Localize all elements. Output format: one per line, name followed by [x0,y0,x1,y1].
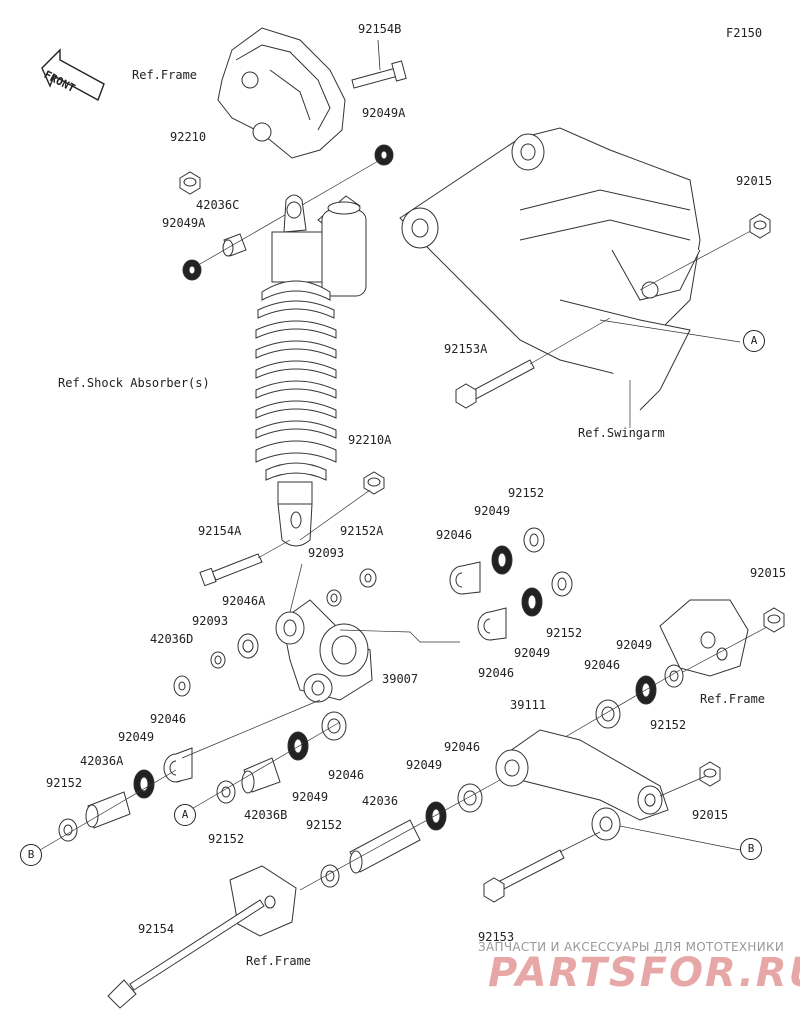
label-92049-r[interactable]: 92049 [616,638,653,652]
label-92152-mid[interactable]: 92152 [208,832,245,846]
bushing-92046A [237,633,259,659]
washer-92049-a [491,545,513,575]
label-92154B[interactable]: 92154B [358,22,402,36]
washer-92152-low [320,864,340,888]
label-ref-swingarm[interactable]: Ref.Swingarm [578,426,665,440]
callout-a-right: A [743,330,765,352]
bolt-92154A [199,553,263,587]
label-92152-c2[interactable]: 92152 [546,626,583,640]
label-92046-left[interactable]: 92046 [150,712,187,726]
label-39007[interactable]: 39007 [382,672,419,686]
swingarm [399,127,701,411]
label-42036C[interactable]: 42036C [196,198,240,212]
nut-92210A [363,471,385,495]
label-92210A[interactable]: 92210A [348,433,392,447]
label-92153[interactable]: 92153 [478,930,515,944]
label-92210[interactable]: 92210 [170,130,207,144]
label-92046A[interactable]: 92046A [222,594,266,608]
washer-92049A-left [182,259,202,281]
label-92049-low[interactable]: 92049 [406,758,443,772]
callout-b-left: B [20,844,42,866]
label-92152-low[interactable]: 92152 [306,818,343,832]
label-92152A[interactable]: 92152A [340,524,384,538]
frame-bracket-top [217,27,346,159]
collar-42036C [222,233,247,257]
washer-92093-upper [326,589,342,607]
washer-92049-mid [287,731,309,761]
label-92049-mid[interactable]: 92049 [292,790,329,804]
washer-92152-a [523,527,545,553]
washer-92152-mid [216,780,236,804]
bushing-92046-left [163,747,193,783]
label-92152-c1[interactable]: 92152 [508,486,545,500]
label-92049-c2[interactable]: 92049 [514,646,551,660]
washer-92093-lower [210,651,226,669]
bolt-92154B [351,60,407,89]
bolt-92153 [483,849,565,903]
nut-92210 [179,171,201,195]
bushing-92046-mid [321,711,347,741]
nut-92015-right [763,607,785,633]
label-92049A-top[interactable]: 92049A [362,106,406,120]
label-ref-frame-right[interactable]: Ref.Frame [700,692,766,706]
label-42036B[interactable]: 42036B [244,808,288,822]
washer-92049A-top [374,144,394,166]
bolt-92153A [455,359,535,409]
washer-92049-left [133,769,155,799]
bushing-92046-a [449,561,481,595]
label-92046-c2[interactable]: 92046 [478,666,515,680]
label-ref-frame-top[interactable]: Ref.Frame [132,68,198,82]
label-ref-shock[interactable]: Ref.Shock Absorber(s) [58,376,210,390]
label-92153A[interactable]: 92153A [444,342,488,356]
callout-b-right: B [740,838,762,860]
label-92049-left[interactable]: 92049 [118,730,155,744]
label-92015-low[interactable]: 92015 [692,808,729,822]
label-39111[interactable]: 39111 [510,698,547,712]
label-42036A[interactable]: 42036A [80,754,124,768]
label-92046-mid[interactable]: 92046 [328,768,365,782]
shock-absorber [255,194,367,547]
label-ref-frame-bottom[interactable]: Ref.Frame [246,954,312,968]
washer-92049-low [425,801,447,831]
label-92154A[interactable]: 92154A [198,524,242,538]
washer-92152-b [551,571,573,597]
washer-92152-r [664,664,684,688]
label-92093-upper[interactable]: 92093 [308,546,345,560]
collar-42036B [241,757,281,794]
label-92046-low[interactable]: 92046 [444,740,481,754]
figure-code: F2150 [726,26,763,40]
label-92015-right[interactable]: 92015 [750,566,787,580]
bushing-92046-low [457,783,483,813]
label-92093-lower[interactable]: 92093 [192,614,229,628]
bolt-92154 [107,899,265,1009]
label-92049A-left[interactable]: 92049A [162,216,206,230]
washer-92152A [359,568,377,588]
watermark-caption: ЗАПЧАСТИ И АКСЕССУАРЫ ДЛЯ МОТОТЕХНИКИ [478,940,785,954]
nut-92015-top [749,213,771,239]
washer-92049-b [521,587,543,617]
collar-42036D [173,675,191,697]
rocker-arm-39111 [495,729,669,841]
watermark-logo: PARTSFOR.RU [488,950,800,996]
label-92154[interactable]: 92154 [138,922,175,936]
bushing-92046-b [477,607,507,641]
label-92152-left[interactable]: 92152 [46,776,83,790]
front-arrow-icon [41,48,105,102]
nut-92015-low [699,761,721,787]
collar-42036 [349,819,421,874]
bushing-92046-r [595,699,621,729]
label-42036D[interactable]: 42036D [150,632,194,646]
tie-rod-39007 [275,599,373,703]
label-92152-r[interactable]: 92152 [650,718,687,732]
callout-a-left: A [174,804,196,826]
label-92046-c1[interactable]: 92046 [436,528,473,542]
label-92049-c1[interactable]: 92049 [474,504,511,518]
frame-bracket-bottom [229,865,297,937]
label-92015-top[interactable]: 92015 [736,174,773,188]
label-42036[interactable]: 42036 [362,794,399,808]
label-92046-r[interactable]: 92046 [584,658,621,672]
